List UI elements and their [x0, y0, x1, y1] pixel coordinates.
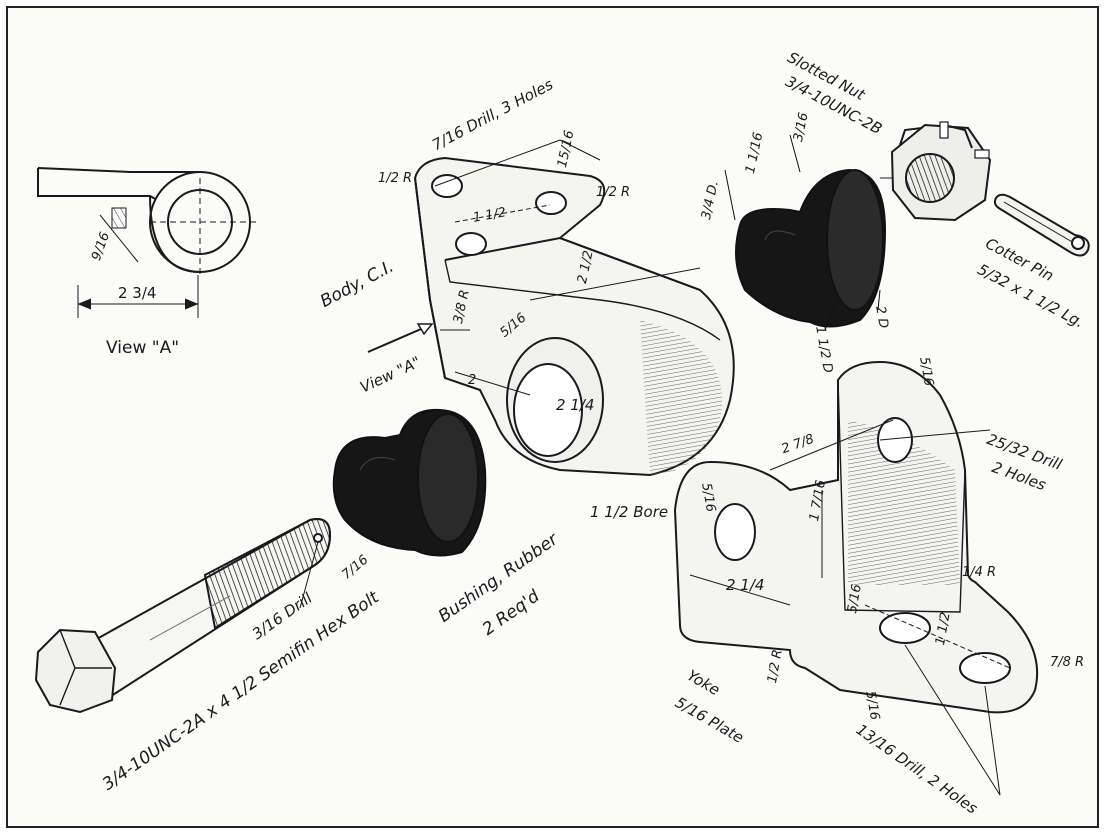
dim-yoke-r1: 1/4 R: [962, 565, 997, 580]
dim-bush-d3: 2 D: [872, 304, 891, 330]
view-a-drawing: [37, 167, 258, 318]
view-a-arrow: [367, 323, 434, 353]
dim-yoke-r2: 7/8 R: [1050, 655, 1085, 670]
view-a-title: View "A": [106, 338, 180, 358]
body-casting: [413, 139, 735, 477]
view-a-width-dim: 2 3/4: [118, 284, 157, 302]
dim-body-top-r2: 1/2 R: [596, 185, 631, 200]
dim-body-top-r: 1/2 R: [378, 171, 413, 186]
bushing-lower: [332, 408, 487, 557]
cotter-pin: [993, 193, 1090, 257]
slotted-nut: [880, 121, 992, 222]
body-bore-note: 1 1/2 Bore: [590, 503, 669, 521]
dim-yoke-base-w: 2 1/4: [726, 576, 765, 594]
hex-bolt: [34, 518, 332, 714]
yoke-plate: [673, 360, 1039, 796]
dim-body-h: 2: [468, 373, 477, 388]
bushing-upper: [724, 134, 887, 331]
dim-body-bore-d: 2 1/4: [556, 396, 595, 414]
